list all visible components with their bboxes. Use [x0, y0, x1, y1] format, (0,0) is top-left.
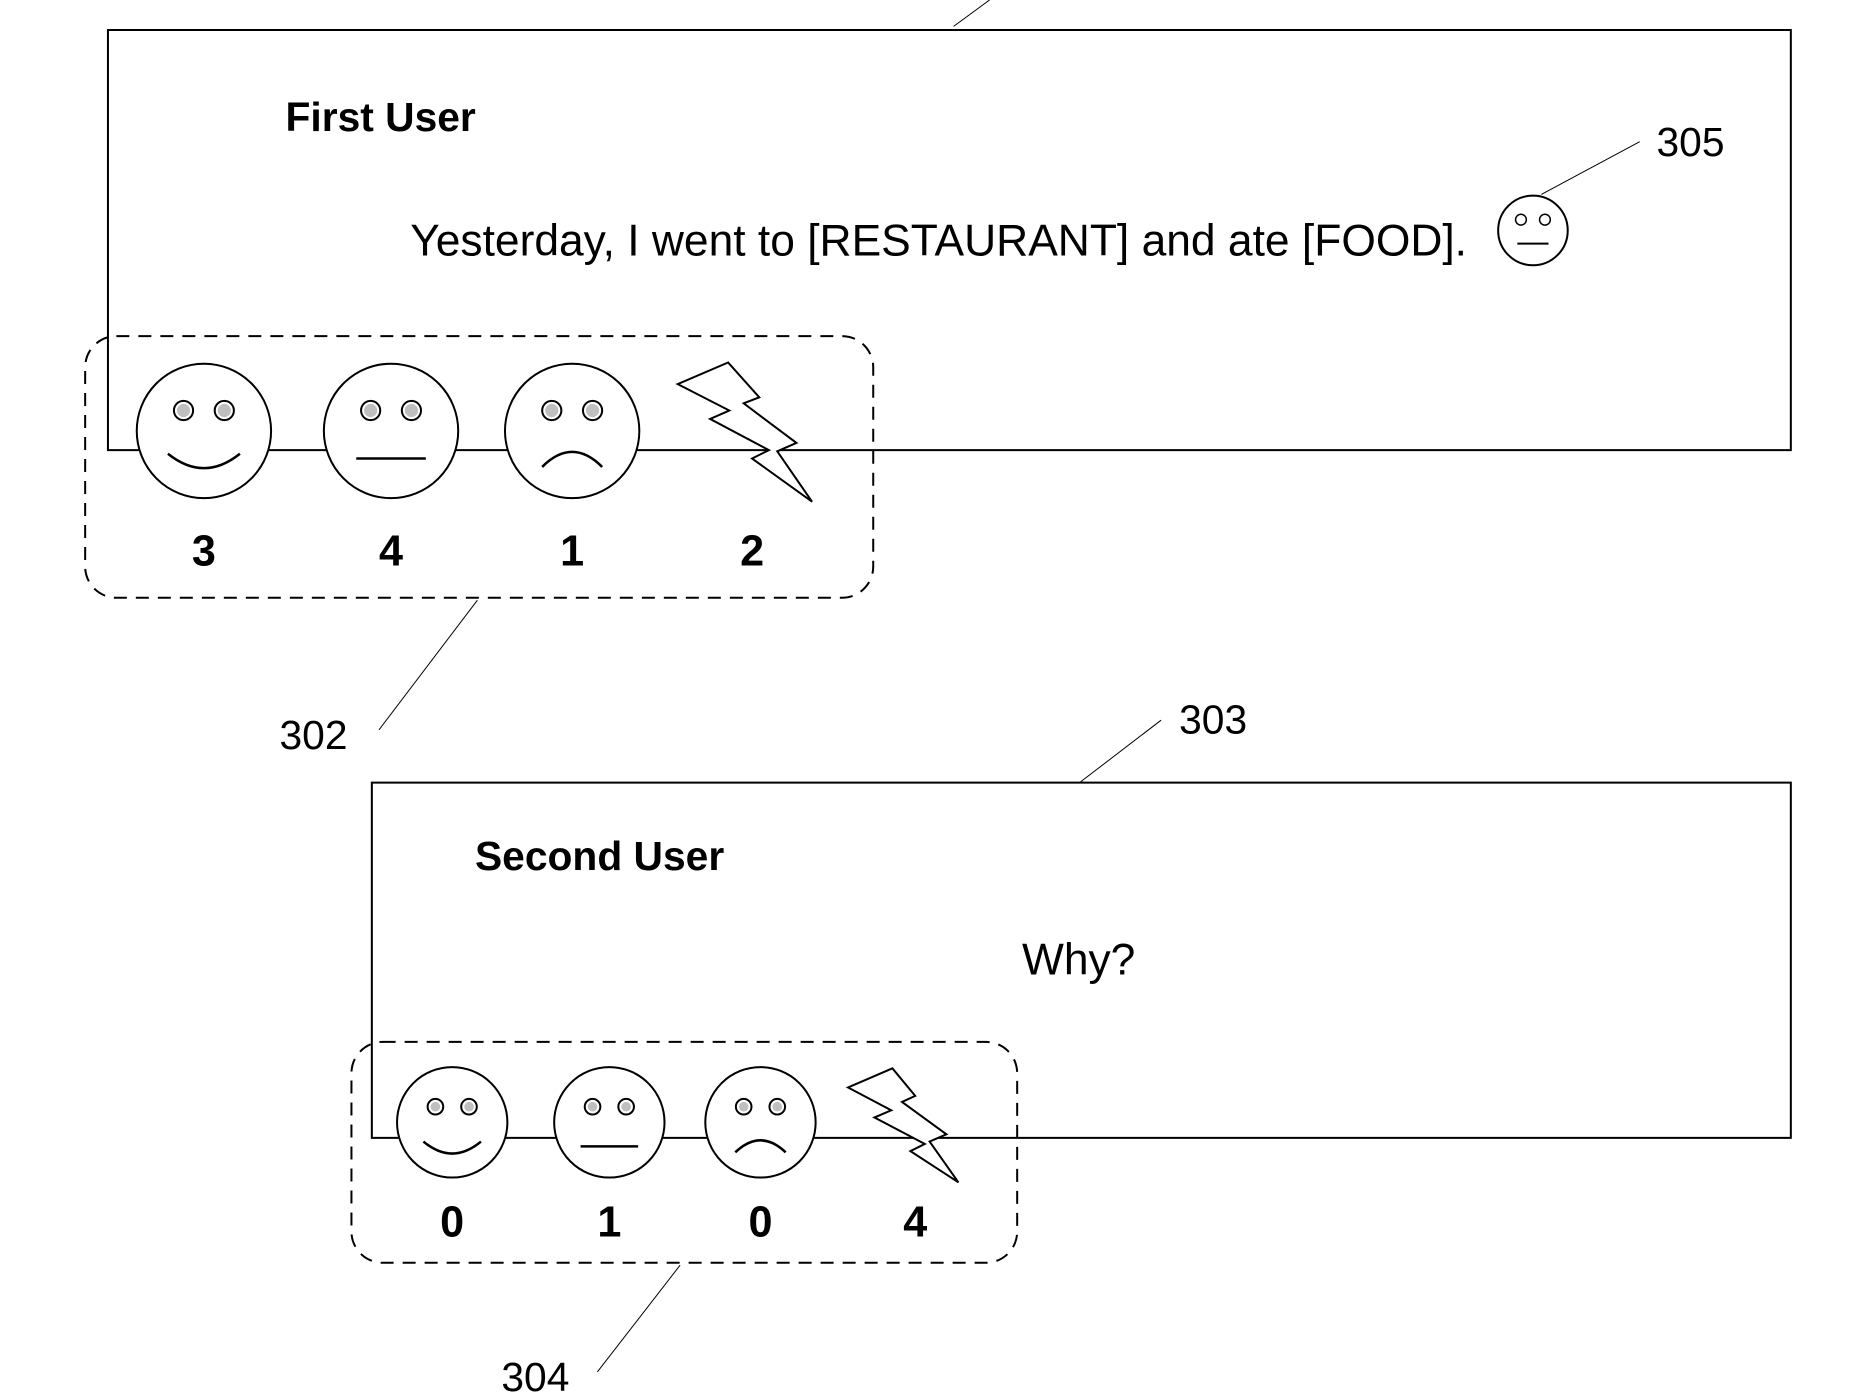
second-message-text: Why?	[1022, 936, 1135, 985]
second-message-author: Second User	[475, 833, 724, 879]
reaction-count: 4	[379, 527, 403, 575]
ref-304-label: 304	[501, 1354, 569, 1396]
first-message-author: First User	[285, 94, 475, 140]
reaction-smiling: 0	[397, 1067, 507, 1246]
second-message: 303 Second User Why? 0	[351, 696, 1790, 1396]
first-message: First User Yesterday, I went to [RESTAUR…	[85, 0, 1791, 758]
reaction-count: 0	[748, 1198, 772, 1246]
reaction-lightning: 2	[678, 363, 812, 576]
reaction-lightning: 4	[848, 1068, 958, 1246]
ref-304-leader-line	[597, 1265, 680, 1372]
ref-303-label: 303	[1179, 696, 1247, 742]
reaction-neutral: 1	[554, 1067, 664, 1246]
ref-303-leader-line	[1080, 720, 1162, 782]
reaction-count: 4	[903, 1198, 927, 1246]
reaction-frowning: 0	[705, 1067, 815, 1246]
ref-302-leader-line	[379, 600, 477, 730]
ref-302-label: 302	[279, 712, 347, 758]
smiling-face-icon	[397, 1067, 507, 1177]
reaction-count: 1	[560, 527, 584, 575]
smiling-face-icon	[137, 364, 271, 498]
frowning-face-icon	[505, 364, 639, 498]
reaction-count: 2	[740, 527, 764, 575]
reaction-neutral: 4	[324, 364, 458, 576]
ref-305-leader-line	[1541, 142, 1639, 195]
lightning-bolt-icon	[848, 1068, 958, 1182]
first-message-text: Yesterday, I went to [RESTAURANT] and at…	[410, 217, 1467, 266]
reaction-frowning: 1	[505, 364, 639, 576]
reaction-smiling: 3	[137, 364, 271, 576]
reaction-count: 3	[192, 527, 216, 575]
ref-305-label: 305	[1656, 119, 1724, 165]
lightning-bolt-icon	[678, 363, 812, 502]
top-leader-line	[954, 0, 990, 26]
neutral-face-icon	[554, 1067, 664, 1177]
neutral-face-icon	[324, 364, 458, 498]
reaction-count: 1	[597, 1198, 621, 1246]
frowning-face-icon	[705, 1067, 815, 1177]
reaction-count: 0	[440, 1198, 464, 1246]
neutral-face-icon	[1498, 196, 1568, 266]
